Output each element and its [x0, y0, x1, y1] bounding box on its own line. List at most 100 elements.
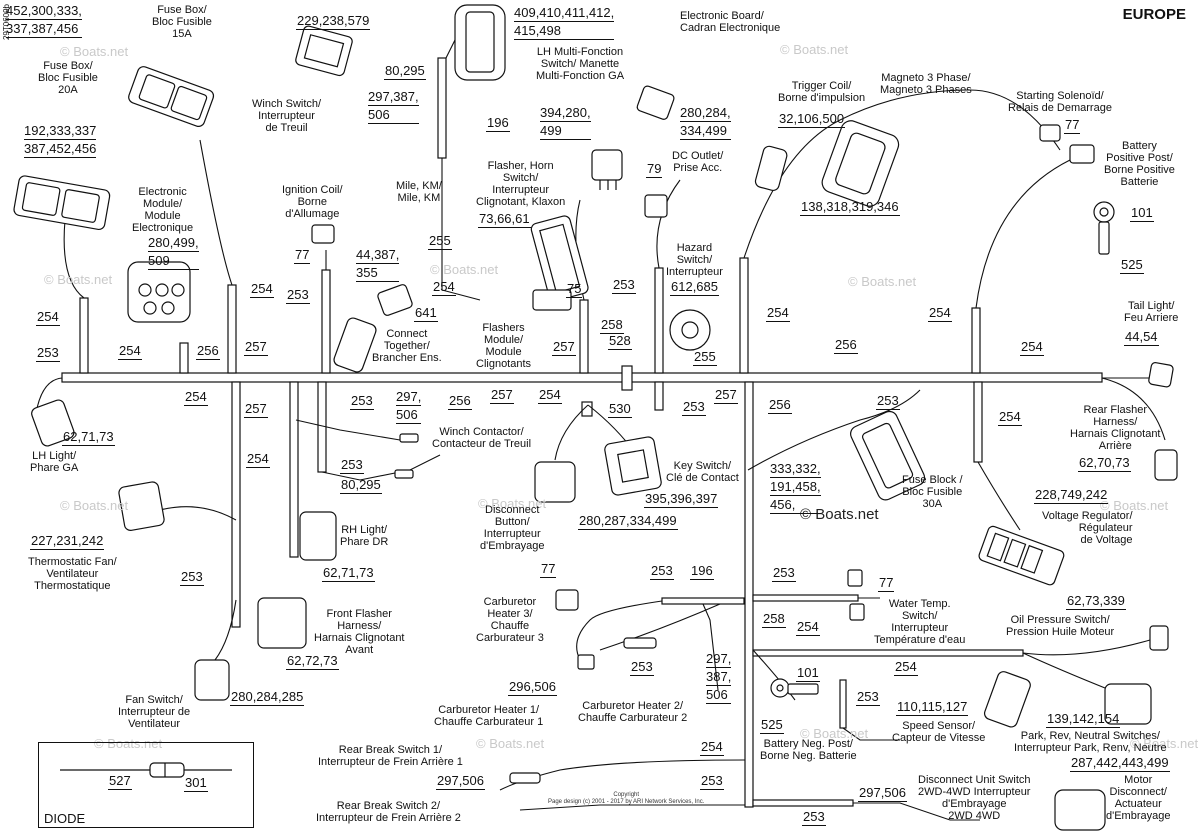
- label-speed-sensor: Speed Sensor/Capteur de Vitesse: [892, 720, 986, 744]
- label-key-switch: Key Switch/Clé de Contact: [666, 460, 739, 484]
- part-numbers-rear-flasher: 62,70,73: [1078, 455, 1131, 472]
- front-flasher-connector: [257, 597, 307, 649]
- wire-code: 254: [700, 739, 724, 756]
- wire-code: 254: [796, 619, 820, 636]
- wire-code: 253: [36, 345, 60, 362]
- part-numbers-flasher-horn: 73,66,61: [478, 211, 531, 228]
- part-numbers-fan-switch: 280,284,285: [230, 689, 305, 706]
- wire-code: 641: [414, 305, 438, 322]
- wire-code: 77: [878, 575, 895, 592]
- rear-break-connector: [509, 772, 541, 784]
- wire-code: 101: [796, 665, 820, 682]
- part-numbers-winch-contactor-a: 297,506: [396, 389, 422, 424]
- ignition-connector-pair: [333, 284, 413, 373]
- wire-code: 255: [428, 233, 452, 250]
- label-winch-contactor: Winch Contactor/Contacteur de Treuil: [432, 426, 532, 450]
- part-numbers-speedo-a: 80,295: [384, 63, 426, 80]
- watermark: © Boats.net: [430, 262, 499, 277]
- wire-code: 257: [244, 339, 268, 356]
- wire-code: 258: [762, 611, 786, 628]
- wire-code: 77: [540, 561, 557, 578]
- lh-multifunction-connector: [636, 85, 675, 120]
- lh-light-connector: [31, 399, 75, 447]
- part-numbers-lh-multi: 280,284,334,499: [680, 105, 731, 140]
- watermark: © Boats.net: [848, 274, 917, 289]
- label-rear-break-1: Rear Break Switch 1/Interrupteur de Frei…: [318, 744, 463, 768]
- electronic-module-connector: [127, 261, 191, 323]
- wire-code: 257: [714, 387, 738, 404]
- wire-code: 196: [486, 115, 510, 132]
- wire-code: 254: [894, 659, 918, 676]
- fuse-box-15a: [128, 66, 215, 127]
- label-dc-outlet: DC Outlet/Prise Acc.: [672, 150, 724, 174]
- diode-inset: [38, 742, 254, 828]
- ignition-coil-connector: [311, 224, 335, 244]
- label-mile-km: Mile, KM/Mile, KM: [396, 180, 442, 204]
- wire-code: 525: [1120, 257, 1144, 274]
- label-lh-light: LH Light/Phare GA: [30, 450, 79, 474]
- label-magneto: Magneto 3 Phase/Magneto 3 Phases: [880, 72, 972, 96]
- wire-code: 530: [608, 401, 632, 418]
- wire-code: 254: [184, 389, 208, 406]
- label-starting-solenoid: Starting Solenoïd/Relais de Demarrage: [1008, 90, 1112, 114]
- wire-code: 254: [766, 305, 790, 322]
- motor-disconnect-connector: [1054, 789, 1106, 831]
- watermark: © Boats.net: [60, 498, 129, 513]
- water-temp-connectors: [847, 569, 865, 621]
- label-trigger-coil: Trigger Coil/Borne d'impulsion: [778, 80, 866, 104]
- starting-solenoid-connector: [1039, 124, 1095, 164]
- battery-positive-terminal: [1093, 201, 1115, 255]
- part-numbers-speed-sensor: 110,115,127: [896, 699, 969, 716]
- wire-code: 254: [538, 387, 562, 404]
- battery-negative-terminal: [770, 678, 819, 698]
- watermark: © Boats.net: [780, 42, 849, 57]
- carb-heater-2-connector: [623, 637, 657, 649]
- watermark: © Boats.net: [800, 506, 879, 523]
- wire-code: 253: [180, 569, 204, 586]
- carb-heater-3-connector: [555, 589, 579, 611]
- wire-code: 253: [772, 565, 796, 582]
- part-numbers-trigger-coil: 32,106,500: [778, 111, 846, 128]
- trigger-coil-connector: [754, 145, 788, 192]
- wire-code: 253: [650, 563, 674, 580]
- wire-code: 253: [286, 287, 310, 304]
- wire-code: 254: [432, 279, 456, 296]
- label-tail-light: Tail Light/Feu Arriere: [1124, 300, 1179, 324]
- hazard-switch: [669, 309, 711, 351]
- watermark: © Boats.net: [1100, 498, 1169, 513]
- part-numbers-fuse-block: 333,332,191,458,456,: [770, 461, 821, 514]
- voltage-regulator-connector: [978, 525, 1065, 586]
- diode-part-left: 527: [108, 773, 132, 790]
- wire-code: 256: [196, 343, 220, 360]
- diode-part-right: 301: [184, 775, 208, 792]
- label-battery-negative: Battery Neg. Post/Borne Neg. Batterie: [760, 738, 857, 762]
- wire-code: 196: [690, 563, 714, 580]
- wire-code: 255: [693, 349, 717, 366]
- part-numbers-ignition: 44,387,355: [356, 247, 400, 282]
- part-numbers-top-left: 452,300,333,337,387,456: [6, 3, 82, 38]
- wire-code: 254: [1020, 339, 1044, 356]
- watermark: © Boats.net: [478, 496, 547, 511]
- oil-pressure-switch: [1149, 625, 1169, 651]
- wire-code: 77: [1064, 117, 1081, 134]
- wire-code: 253: [856, 689, 880, 706]
- part-numbers-flasher-relay: 394,280,499: [540, 105, 591, 140]
- fan-switch-connector: [194, 659, 230, 701]
- wire-code: 77: [294, 247, 311, 264]
- flashers-module-connector: [532, 289, 572, 311]
- wire-code: 253: [340, 457, 364, 474]
- part-numbers-front-flasher: 62,72,73: [286, 653, 339, 670]
